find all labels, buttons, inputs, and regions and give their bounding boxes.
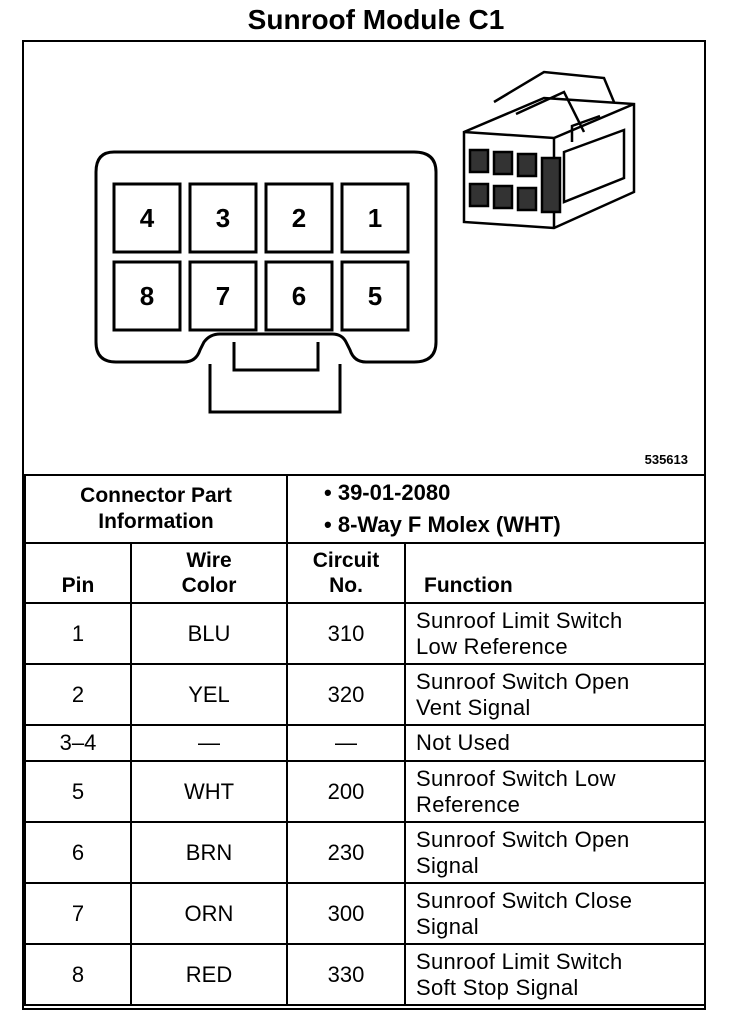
wire-color-cell: RED bbox=[130, 943, 288, 1006]
pin-cavity-8 bbox=[112, 260, 182, 332]
col-circuit-header: Circuit No. bbox=[286, 542, 406, 604]
connector-diagram: 4 3 2 1 8 7 6 5 535613 bbox=[24, 42, 704, 474]
wire-color-cell: YEL bbox=[130, 663, 288, 726]
connector-type: 8-Way F Molex (WHT) bbox=[324, 509, 704, 541]
pin-cavity-3 bbox=[188, 182, 258, 254]
pin-cavity-5 bbox=[340, 260, 410, 332]
circuit-cell: — bbox=[286, 724, 406, 762]
connector-face-drawing: 4 3 2 1 8 7 6 5 bbox=[94, 70, 636, 414]
wire-color-cell: ORN bbox=[130, 882, 288, 945]
col-wire-header: Wire Color bbox=[130, 542, 288, 604]
pin-cell: 2 bbox=[24, 663, 132, 726]
circuit-cell: 330 bbox=[286, 943, 406, 1006]
connector-3d-illustration bbox=[462, 70, 636, 230]
pin-cavity-7 bbox=[188, 260, 258, 332]
pin-label-3: 3 bbox=[216, 203, 230, 233]
function-line-2: Vent Signal bbox=[416, 694, 531, 720]
column-header-row: Pin Wire Color Circuit No. Function bbox=[24, 542, 706, 604]
function-line-1: Sunroof Switch Open bbox=[416, 826, 630, 852]
connector-outline bbox=[94, 150, 438, 364]
connector-info-label: Connector Part Information bbox=[24, 474, 288, 544]
pin-cell: 6 bbox=[24, 821, 132, 884]
pin-label-1: 1 bbox=[368, 203, 382, 233]
function-line-1: Sunroof Switch Close bbox=[416, 887, 633, 913]
function-line-1: Sunroof Limit Switch bbox=[416, 948, 623, 974]
pin-cavity-6 bbox=[264, 260, 334, 332]
circuit-cell: 310 bbox=[286, 602, 406, 665]
table-row: 3–4——Not Used bbox=[24, 724, 706, 762]
circuit-cell: 200 bbox=[286, 760, 406, 823]
function-line-2: Low Reference bbox=[416, 633, 568, 659]
connector-latch-inner bbox=[232, 342, 320, 372]
pin-label-6: 6 bbox=[292, 281, 306, 311]
function-line-2: Signal bbox=[416, 913, 479, 939]
function-line-2: Signal bbox=[416, 852, 479, 878]
pin-cavity-1 bbox=[340, 182, 410, 254]
function-line-1: Sunroof Switch Open bbox=[416, 668, 630, 694]
function-cell: Not Used bbox=[404, 724, 706, 762]
pin-cavity-4 bbox=[112, 182, 182, 254]
circuit-cell: 300 bbox=[286, 882, 406, 945]
page-title: Sunroof Module C1 bbox=[247, 4, 505, 35]
col-pin-header: Pin bbox=[24, 542, 132, 604]
connector-part-number: 39-01-2080 bbox=[324, 477, 704, 509]
pin-label-5: 5 bbox=[368, 281, 382, 311]
col-function-header: Function bbox=[404, 542, 706, 604]
pin-label-7: 7 bbox=[216, 281, 230, 311]
connector-info-row: Connector Part Information 39-01-2080 8-… bbox=[24, 474, 706, 544]
pin-label-2: 2 bbox=[292, 203, 306, 233]
function-line-1: Sunroof Limit Switch bbox=[416, 607, 623, 633]
wire-color-cell: — bbox=[130, 724, 288, 762]
circuit-cell: 320 bbox=[286, 663, 406, 726]
pin-cell: 1 bbox=[24, 602, 132, 665]
pinout-table: Connector Part Information 39-01-2080 8-… bbox=[24, 474, 706, 1006]
wire-color-cell: WHT bbox=[130, 760, 288, 823]
pin-label-4: 4 bbox=[140, 203, 155, 233]
pin-cavity-2 bbox=[264, 182, 334, 254]
connector-info-list: 39-01-2080 8-Way F Molex (WHT) bbox=[286, 474, 706, 544]
pin-cell: 3–4 bbox=[24, 724, 132, 762]
pin-cell: 5 bbox=[24, 760, 132, 823]
circuit-cell: 230 bbox=[286, 821, 406, 884]
figure-code: 535613 bbox=[644, 452, 688, 467]
connector-latch bbox=[208, 364, 342, 414]
function-line-2: Soft Stop Signal bbox=[416, 974, 579, 1000]
function-line-2: Reference bbox=[416, 791, 521, 817]
wire-color-cell: BRN bbox=[130, 821, 288, 884]
pin-cell: 8 bbox=[24, 943, 132, 1006]
function-line-1: Not Used bbox=[416, 730, 511, 755]
pin-label-8: 8 bbox=[140, 281, 154, 311]
function-line-1: Sunroof Switch Low bbox=[416, 765, 616, 791]
wire-color-cell: BLU bbox=[130, 602, 288, 665]
pin-cell: 7 bbox=[24, 882, 132, 945]
